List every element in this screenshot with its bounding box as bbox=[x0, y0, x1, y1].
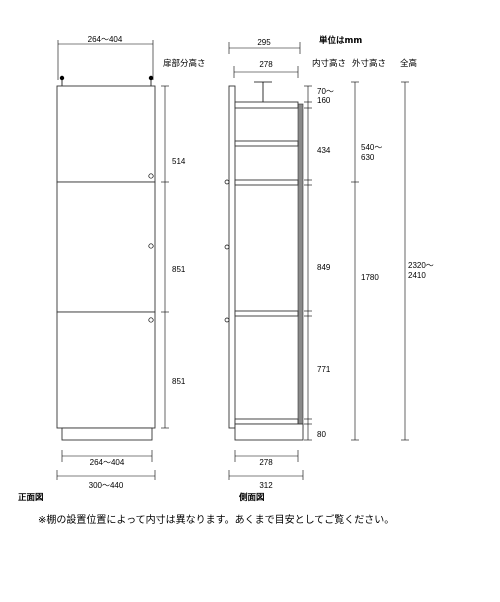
total-height-label: 2320～2410 bbox=[408, 261, 434, 280]
side-depth-outer-bottom-label: 312 bbox=[259, 481, 273, 490]
tension-rod-icon bbox=[254, 81, 272, 102]
side-depth-inner-top-label: 278 bbox=[259, 60, 273, 69]
unit-label: 単位はmm bbox=[319, 35, 362, 46]
side-divider-2 bbox=[234, 310, 299, 317]
side-depth-inner-bottom-label: 278 bbox=[259, 458, 273, 467]
door-height-3: 851 bbox=[172, 377, 186, 386]
front-lower-door bbox=[56, 311, 156, 429]
side-top-cap bbox=[234, 101, 299, 109]
side-left-edge bbox=[228, 85, 236, 429]
door-knob-icon bbox=[148, 243, 154, 249]
door-height-header: 扉部分高さ bbox=[163, 58, 206, 69]
front-plinth bbox=[61, 427, 153, 441]
side-divider-1 bbox=[234, 179, 299, 186]
inner-height-header: 内寸高さ bbox=[312, 58, 346, 69]
front-top-width-label: 264～404 bbox=[88, 35, 123, 44]
total-height-header: 全高 bbox=[400, 58, 417, 69]
side-upper-shelf bbox=[234, 140, 299, 147]
front-upper-door bbox=[56, 85, 156, 183]
inner-height-3: 849 bbox=[317, 263, 331, 272]
outer-height-header: 外寸高さ bbox=[352, 58, 386, 69]
door-knob-icon bbox=[224, 179, 230, 185]
inner-height-1: 70～160 bbox=[317, 87, 334, 105]
front-view: 264～404 扉部分高さ 514 851 851 bbox=[18, 35, 206, 503]
door-height-1: 514 bbox=[172, 157, 186, 166]
door-knob-icon bbox=[224, 317, 230, 323]
inner-height-2: 434 bbox=[317, 146, 331, 155]
front-view-label: 正面図 bbox=[18, 493, 44, 503]
side-view-label: 側面図 bbox=[238, 492, 265, 503]
door-knob-icon bbox=[224, 244, 230, 250]
side-back-panel bbox=[297, 103, 304, 429]
side-plinth bbox=[234, 423, 304, 441]
front-middle-door bbox=[56, 181, 156, 313]
disclaimer-note: ※棚の設置位置によって内寸は異なります。あくまで目安としてご覧ください。 bbox=[38, 513, 394, 526]
door-height-2: 851 bbox=[172, 265, 186, 274]
front-bottom-outer-width-label: 300～440 bbox=[89, 481, 124, 490]
side-view: 295 278 単位はmm 内寸高さ 外寸高さ 全高 bbox=[224, 35, 434, 503]
outer-height-main: 1780 bbox=[361, 273, 379, 282]
front-bottom-inner-width-label: 264～404 bbox=[90, 458, 125, 467]
inner-height-4: 771 bbox=[317, 365, 331, 374]
door-knob-icon bbox=[148, 173, 154, 179]
inner-height-5: 80 bbox=[317, 430, 326, 439]
side-bottom-shelf bbox=[234, 418, 299, 425]
side-depth-top-label: 295 bbox=[257, 38, 271, 47]
outer-height-top: 540～630 bbox=[361, 143, 382, 162]
door-knob-icon bbox=[148, 317, 154, 323]
